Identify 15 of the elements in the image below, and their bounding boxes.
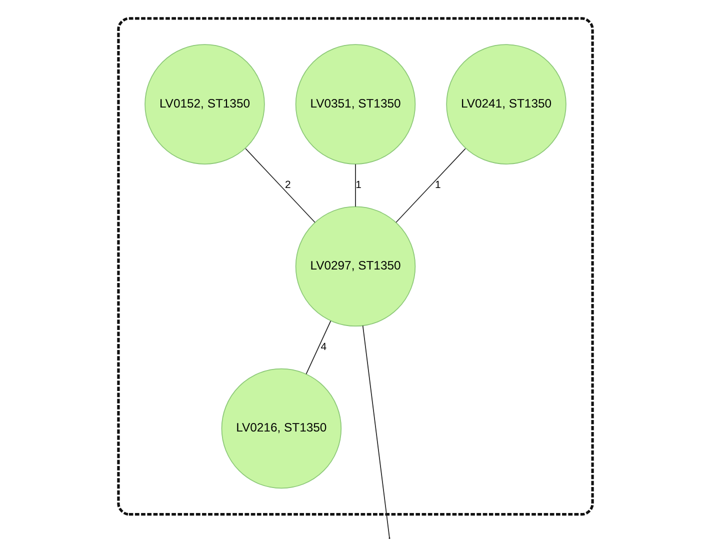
connector — [395, 148, 466, 223]
edge-label: 2 — [284, 180, 290, 192]
connector — [305, 320, 331, 374]
edge-label: 4 — [320, 342, 326, 354]
node-circle: LV0152, ST1350 — [144, 44, 264, 164]
connector — [362, 325, 390, 538]
node-circle: LV0297, ST1350 — [294, 206, 416, 327]
node-circle: LV0241, ST1350 — [446, 44, 566, 164]
connector — [354, 164, 356, 208]
node-circle: LV0351, ST1350 — [294, 44, 416, 164]
edge-label: 1 — [434, 180, 440, 192]
cluster — [116, 17, 594, 516]
edge-label: 1 — [355, 180, 361, 192]
node-circle: LV0216, ST1350 — [220, 368, 342, 489]
connector — [244, 148, 315, 223]
